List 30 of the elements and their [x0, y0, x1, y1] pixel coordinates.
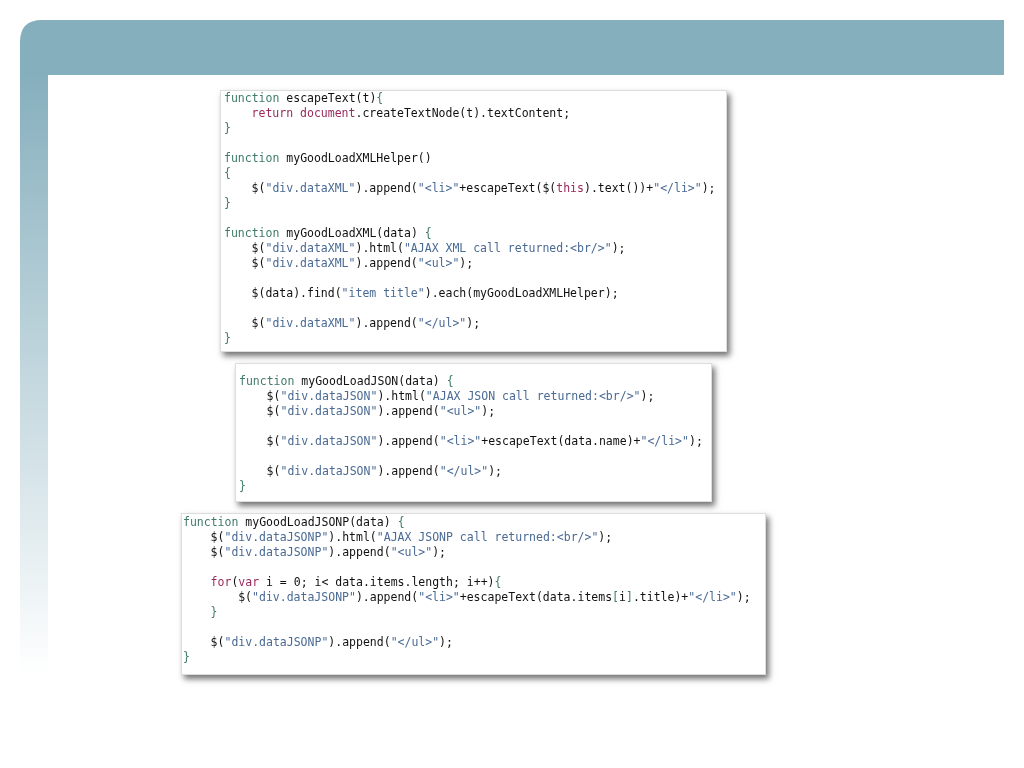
code-line: } [224, 196, 231, 211]
code-line: } [210, 605, 218, 620]
code-panel [235, 363, 712, 502]
code-panel [181, 513, 766, 675]
code-line: { [224, 166, 231, 181]
code-line: $("div.dataJSONP").append("<ul>"); [210, 545, 447, 560]
code-line: $("div.dataJSONP").append("</ul>"); [210, 635, 453, 650]
code-line: $("div.dataJSON").html("AJAX JSON call returned:<br/>"); [266, 389, 655, 404]
code-panel [220, 90, 727, 352]
code-line: $("div.dataJSON").append("<li>"+escapeText(data.name)+"</li>"); [266, 434, 703, 449]
code-line: $("div.dataXML").append("<ul>"); [251, 256, 474, 271]
code-line: } [224, 331, 231, 346]
code-line: $("div.dataXML").append("<li>"+escapeText($(this).text())+"</li>"); [251, 181, 716, 196]
code-line: $(data).find("item title").each(myGoodLoadXMLHelper); [251, 286, 619, 301]
code-line: $("div.dataJSONP").append("<li>"+escapeText(data.items[i].title)+"</li>"); [238, 590, 751, 605]
code-line: } [224, 121, 231, 136]
code-line: $("div.dataJSON").append("</ul>"); [266, 464, 503, 479]
code-line: $("div.dataJSONP").html("AJAX JSONP call returned:<br/>"); [210, 530, 613, 545]
code-line: $("div.dataXML").html("AJAX XML call returned:<br/>"); [251, 241, 626, 256]
code-line: } [183, 650, 190, 665]
code-line: function myGoodLoadXML(data) { [224, 226, 432, 241]
code-line: function myGoodLoadXMLHelper() [224, 151, 432, 166]
code-line: $("div.dataXML").append("</ul>"); [251, 316, 481, 331]
code-line: function myGoodLoadJSONP(data) { [183, 515, 405, 530]
code-line: function myGoodLoadJSON(data) { [239, 374, 454, 389]
code-line: return document.createTextNode(t).textContent; [251, 106, 571, 121]
code-line: $("div.dataJSON").append("<ul>"); [266, 404, 496, 419]
code-line: function escapeText(t){ [224, 91, 384, 106]
code-line: for(var i = 0; i< data.items.length; i++){ [210, 575, 502, 590]
code-line: } [239, 479, 246, 494]
